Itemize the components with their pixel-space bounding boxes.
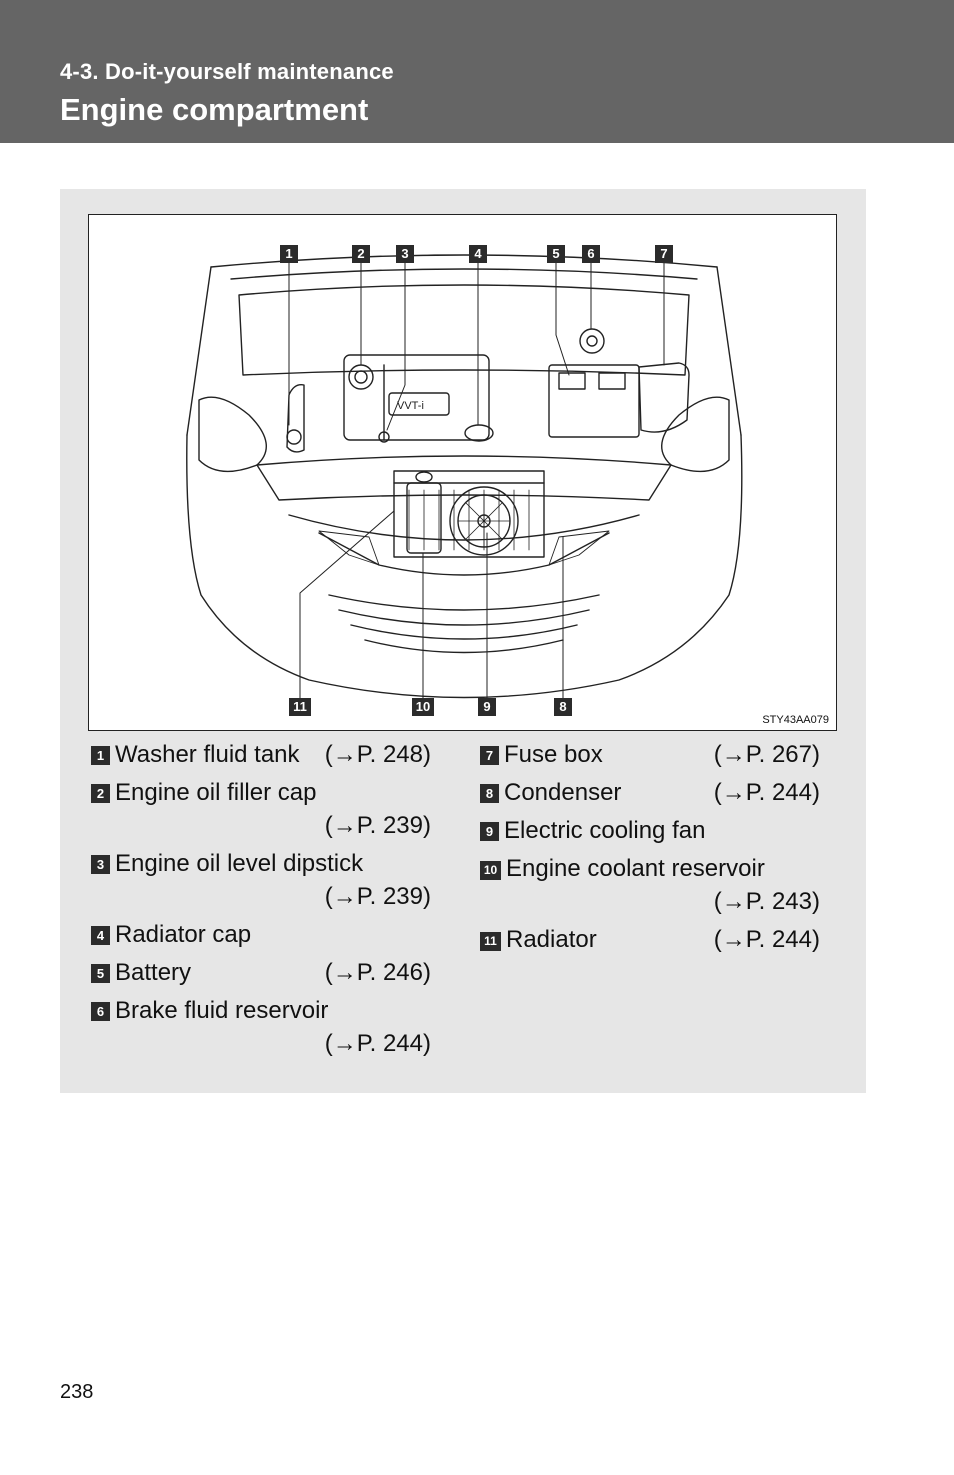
callout-7: 7 <box>655 245 673 263</box>
engine-illustration: VVT-i <box>186 254 743 701</box>
legend-item: 7 Fuse box (→P. 267) <box>480 738 820 771</box>
callout-5: 5 <box>547 245 565 263</box>
legend-item: 9 Electric cooling fan <box>480 814 820 847</box>
legend-badge: 5 <box>91 964 110 983</box>
legend-ref: (→P. 239) <box>324 812 431 839</box>
legend-badge: 6 <box>91 1002 110 1021</box>
legend-label: Engine coolant reservoir <box>506 855 765 882</box>
legend-badge: 11 <box>480 932 501 951</box>
callout-8: 8 <box>554 698 572 716</box>
legend-label: Electric cooling fan <box>504 817 706 844</box>
legend-right: 7 Fuse box (→P. 267) 8 Condenser (→P. 244)… <box>480 738 820 961</box>
page-title: Engine compartment <box>60 92 369 127</box>
legend-ref: (→P. 243) <box>713 888 820 915</box>
legend-item: 6 Brake fluid reservoir (→P. 244) <box>91 994 431 1060</box>
legend-badge: 10 <box>480 861 501 880</box>
legend-label: Radiator <box>506 926 597 953</box>
legend-badge: 2 <box>91 784 110 803</box>
callout-6: 6 <box>582 245 600 263</box>
legend-ref: (→P. 246) <box>324 959 431 986</box>
legend-label: Engine oil filler cap <box>115 779 317 806</box>
legend-label: Brake fluid reservoir <box>115 997 329 1024</box>
legend-label: Engine oil level dipstick <box>115 850 364 877</box>
legend-ref: (→P. 239) <box>324 883 431 910</box>
callout-11: 11 <box>289 698 311 716</box>
legend-ref: (→P. 244) <box>713 779 820 806</box>
callout-9: 9 <box>478 698 496 716</box>
callout-2: 2 <box>352 245 370 263</box>
legend-ref: (→P. 244) <box>713 926 820 953</box>
header-band: 4-3. Do-it-yourself maintenance Engine c… <box>0 0 954 143</box>
legend-item: 8 Condenser (→P. 244) <box>480 776 820 809</box>
legend-label: Condenser <box>504 779 622 806</box>
callout-10: 10 <box>412 698 434 716</box>
page-number: 238 <box>60 1381 94 1403</box>
legend-label: Fuse box <box>504 741 603 768</box>
callout-4: 4 <box>469 245 487 263</box>
legend-label: Radiator cap <box>115 921 252 948</box>
section-title: 4-3. Do-it-yourself maintenance <box>60 59 394 84</box>
svg-text:VVT-i: VVT-i <box>397 400 424 412</box>
legend-item: 2 Engine oil filler cap (→P. 239) <box>91 776 431 842</box>
legend-ref: (→P. 244) <box>324 1030 431 1057</box>
callout-1: 1 <box>280 245 298 263</box>
legend-badge: 7 <box>480 746 499 765</box>
legend-item: 1 Washer fluid tank (→P. 248) <box>91 738 431 771</box>
legend-badge: 3 <box>91 855 110 874</box>
legend-item: 3 Engine oil level dipstick (→P. 239) <box>91 847 431 913</box>
callout-3: 3 <box>396 245 414 263</box>
legend-ref: (→P. 267) <box>713 741 820 768</box>
legend-badge: 1 <box>91 746 110 765</box>
legend-label: Washer fluid tank <box>115 741 300 768</box>
legend-badge: 9 <box>480 822 499 841</box>
legend-item: 5 Battery (→P. 246) <box>91 956 431 989</box>
legend-item: 4 Radiator cap <box>91 918 431 951</box>
legend-badge: 8 <box>480 784 499 803</box>
engine-figure: VVT-i <box>88 214 837 731</box>
legend-label: Battery <box>115 959 192 986</box>
legend-item: 10 Engine coolant reservoir (→P. 243) <box>480 852 820 918</box>
legend-badge: 4 <box>91 926 110 945</box>
legend-item: 11 Radiator (→P. 244) <box>480 923 820 956</box>
figure-code: STY43AA079 <box>762 714 829 726</box>
legend-ref: (→P. 248) <box>324 741 431 768</box>
